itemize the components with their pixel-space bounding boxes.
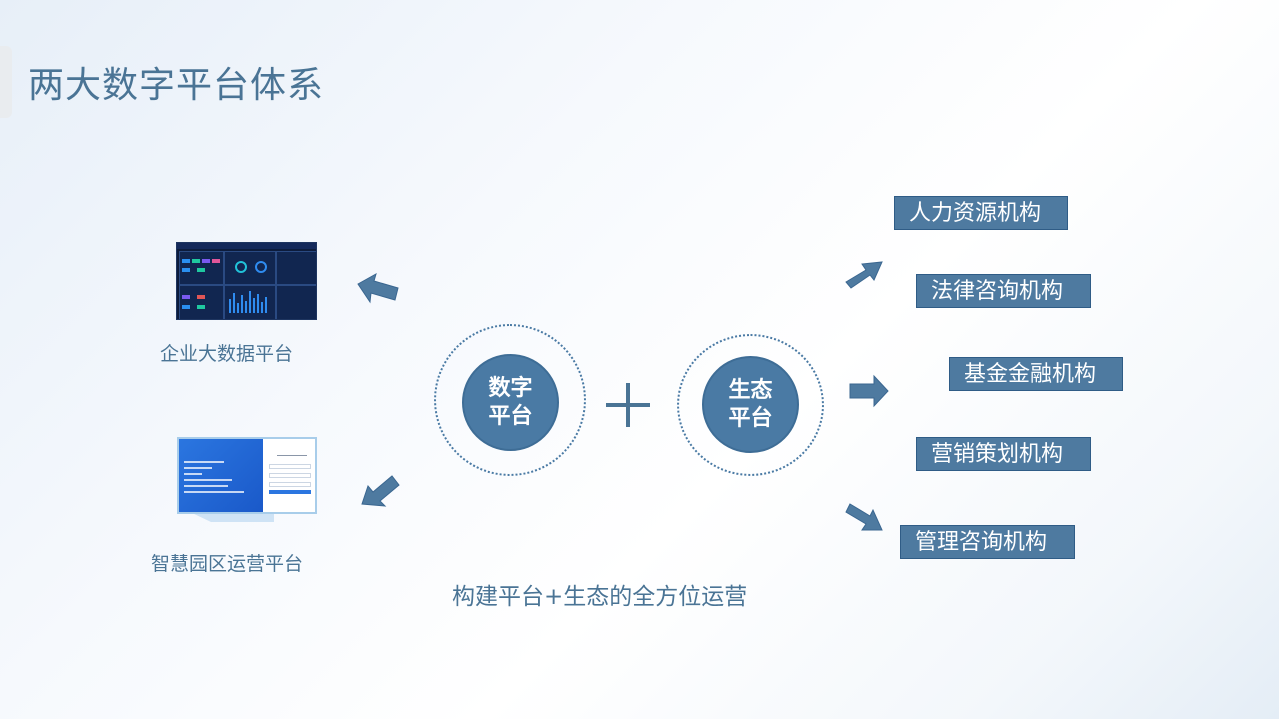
smart-park-login-thumbnail (177, 437, 317, 514)
big-data-platform-caption: 企业大数据平台 (160, 343, 294, 365)
arrow-right-icon (849, 374, 889, 408)
eco-platform-ring (677, 334, 824, 476)
institution-management: 管理咨询机构 (900, 525, 1075, 559)
smart-park-platform-caption: 智慧园区运营平台 (151, 553, 304, 575)
arrow-down-right-icon (845, 503, 883, 531)
institution-finance: 基金金融机构 (949, 357, 1123, 391)
arrow-up-right-icon (845, 261, 883, 289)
big-data-dashboard-thumbnail (176, 242, 317, 320)
arrow-down-left-icon (361, 475, 400, 507)
eco-platform-circle: 生态 平台 (702, 356, 799, 453)
institution-marketing: 营销策划机构 (916, 437, 1091, 471)
plus-icon (606, 383, 650, 427)
institution-hr: 人力资源机构 (894, 196, 1068, 230)
digital-platform-label: 数字 平台 (488, 375, 533, 429)
title-accent-tab (0, 46, 12, 118)
page-title: 两大数字平台体系 (28, 65, 325, 106)
eco-platform-label: 生态 平台 (728, 377, 773, 431)
digital-platform-circle: 数字 平台 (462, 354, 559, 451)
digital-platform-ring (434, 324, 586, 476)
arrow-up-left-icon (357, 272, 399, 304)
slogan: 构建平台+生态的全方位运营 (452, 584, 748, 610)
institution-legal: 法律咨询机构 (916, 274, 1091, 308)
thumbnail-shadow (190, 512, 274, 522)
